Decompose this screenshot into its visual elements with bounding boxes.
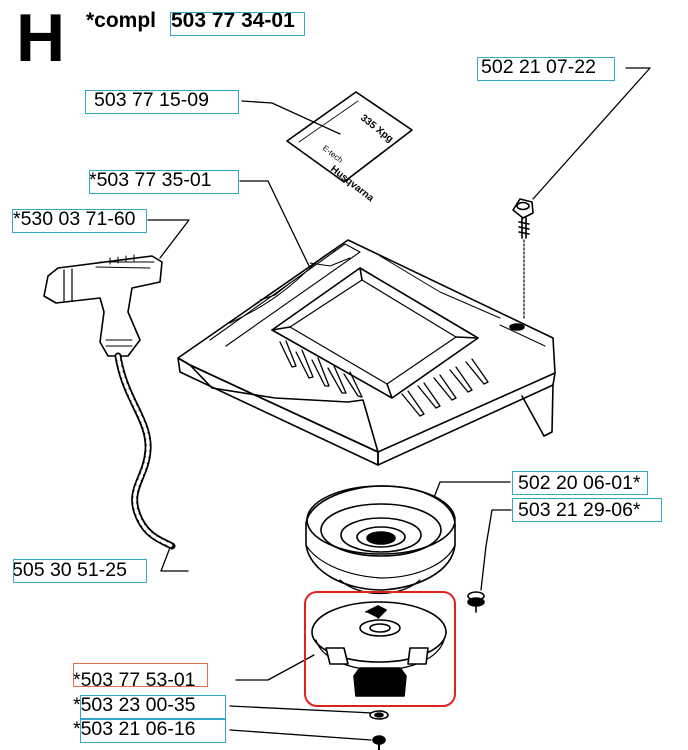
assembly-part-number[interactable]: 503 77 34-01: [171, 9, 295, 32]
part-label-highlight[interactable]: [13, 559, 147, 583]
decal-sticker[interactable]: Husqvarna E-tech 335 Xpg: [286, 91, 413, 204]
part-label-503-77-15-09[interactable]: 503 77 15-09: [94, 89, 209, 111]
part-label-503-77-53-01[interactable]: *503 77 53-01: [73, 669, 196, 691]
part-label-503-77-35-01[interactable]: *503 77 35-01: [89, 169, 212, 191]
part-label-highlight[interactable]: [477, 57, 615, 81]
rope-pulley[interactable]: [305, 485, 456, 595]
part-label-highlight-selected[interactable]: [73, 663, 208, 687]
part-label-503-23-00-35[interactable]: *503 23 00-35: [73, 694, 196, 716]
part-label-highlight[interactable]: [512, 498, 662, 522]
section-letter: H: [16, 0, 66, 76]
part-label-530-03-71-60[interactable]: *530 03 71-60: [13, 208, 136, 230]
part-label-503-21-29-06[interactable]: 503 21 29-06*: [518, 499, 641, 521]
part-label-503-21-06-16[interactable]: *503 21 06-16: [73, 718, 196, 740]
washer[interactable]: [369, 710, 389, 720]
starter-rope[interactable]: [114, 352, 176, 550]
part-label-502-21-07-22[interactable]: 502 21 07-22: [481, 56, 596, 78]
starter-handle[interactable]: [43, 254, 163, 357]
assembly-prefix: *compl: [86, 9, 157, 32]
part-label-highlight[interactable]: [12, 209, 147, 233]
screw-bottom[interactable]: [372, 735, 386, 750]
part-label-highlight[interactable]: [512, 471, 648, 495]
starter-cover[interactable]: [177, 239, 556, 466]
leader-lines: [147, 67, 651, 741]
assembly-part-number-highlight[interactable]: [170, 12, 305, 36]
part-label-highlight[interactable]: [80, 695, 226, 719]
part-label-highlight[interactable]: [89, 170, 239, 194]
part-label-highlight[interactable]: [80, 719, 226, 743]
part-label-505-30-51-25[interactable]: 505 30 51-25: [12, 559, 127, 581]
part-label-highlight[interactable]: [85, 90, 239, 114]
spring-cassette[interactable]: [311, 601, 447, 697]
screw-top[interactable]: [512, 198, 534, 319]
part-label-502-20-06-01[interactable]: 502 20 06-01*: [518, 472, 641, 494]
selection-frame: [304, 591, 456, 707]
screw-pulley[interactable]: [467, 591, 485, 613]
